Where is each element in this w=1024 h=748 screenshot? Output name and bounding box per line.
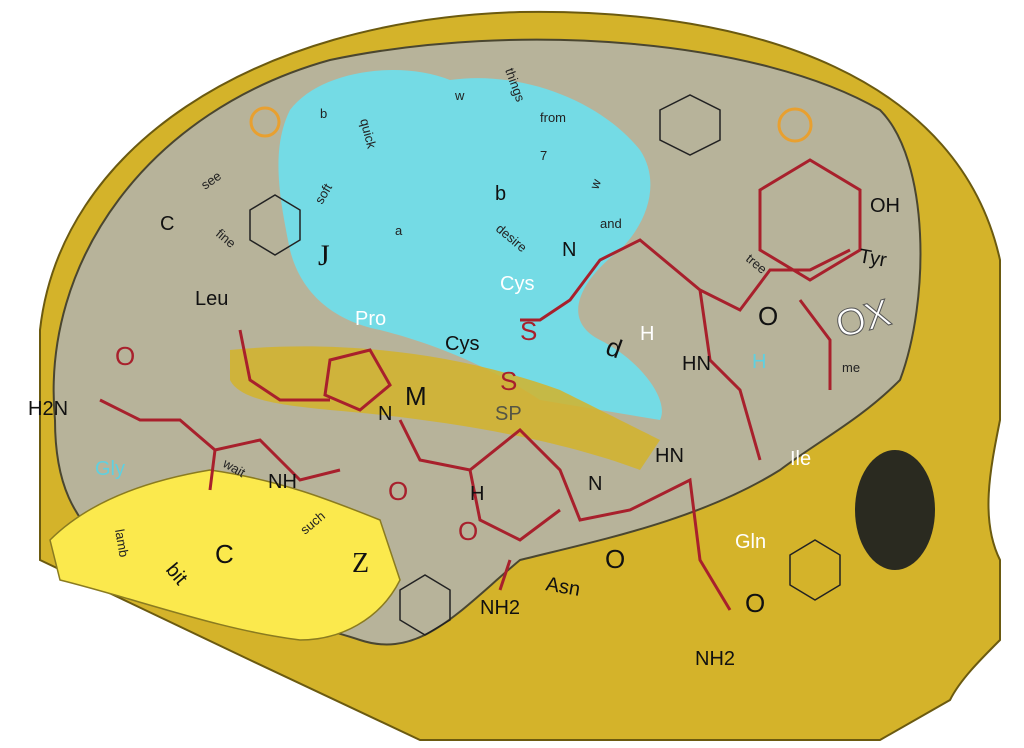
label: w bbox=[454, 88, 465, 103]
label: Tyr bbox=[857, 245, 889, 272]
label: HN bbox=[655, 445, 684, 467]
label: NH2 bbox=[480, 597, 520, 619]
label: N bbox=[588, 473, 602, 495]
label: Z bbox=[352, 548, 369, 579]
label: N bbox=[378, 403, 392, 425]
label: O bbox=[388, 476, 408, 506]
label: H bbox=[640, 323, 654, 345]
label: O bbox=[758, 301, 778, 331]
labels: quick b w things from soft a b 7 w desir… bbox=[28, 66, 900, 670]
label: O bbox=[745, 588, 765, 618]
label: O bbox=[458, 516, 478, 546]
label: O bbox=[115, 341, 135, 371]
label: H bbox=[752, 351, 766, 373]
cerebellum bbox=[49, 469, 401, 641]
label: b bbox=[495, 183, 506, 205]
molecule-bonds bbox=[99, 158, 862, 611]
label: Leu bbox=[195, 288, 228, 310]
label: Cys bbox=[500, 273, 534, 295]
label: N bbox=[562, 239, 576, 261]
label: me bbox=[842, 360, 860, 375]
benzene-ring bbox=[789, 539, 841, 601]
label: C bbox=[215, 539, 234, 569]
label: NH2 bbox=[695, 648, 735, 670]
benzene-ring bbox=[659, 94, 721, 156]
label: NH bbox=[268, 471, 297, 493]
label: lamb bbox=[112, 528, 132, 558]
label: a bbox=[395, 223, 403, 238]
label: Ile bbox=[790, 448, 811, 470]
benzene-ring bbox=[399, 574, 451, 636]
label: Gly bbox=[95, 458, 125, 480]
temporal-band bbox=[230, 346, 660, 470]
ring-decoration bbox=[249, 106, 281, 138]
label: Pro bbox=[355, 308, 386, 330]
frontal-region bbox=[278, 70, 662, 420]
ring-decoration bbox=[777, 107, 813, 143]
label: O bbox=[605, 544, 625, 574]
label: HN bbox=[682, 353, 711, 375]
label: b bbox=[320, 106, 327, 121]
label: Gln bbox=[735, 531, 766, 553]
label: and bbox=[600, 216, 622, 231]
label: 7 bbox=[540, 148, 547, 163]
label: H2N bbox=[28, 398, 68, 420]
label: Cys bbox=[445, 333, 479, 355]
label: OH bbox=[870, 195, 900, 217]
label: H bbox=[470, 483, 484, 505]
label: J bbox=[318, 239, 330, 272]
eye-socket bbox=[855, 450, 935, 570]
label: S bbox=[520, 316, 537, 346]
label: S bbox=[500, 366, 517, 396]
label: C bbox=[160, 213, 174, 235]
label: SP bbox=[495, 403, 522, 425]
label: M bbox=[405, 381, 427, 411]
benzene-ring bbox=[249, 194, 301, 256]
label: from bbox=[540, 110, 566, 125]
